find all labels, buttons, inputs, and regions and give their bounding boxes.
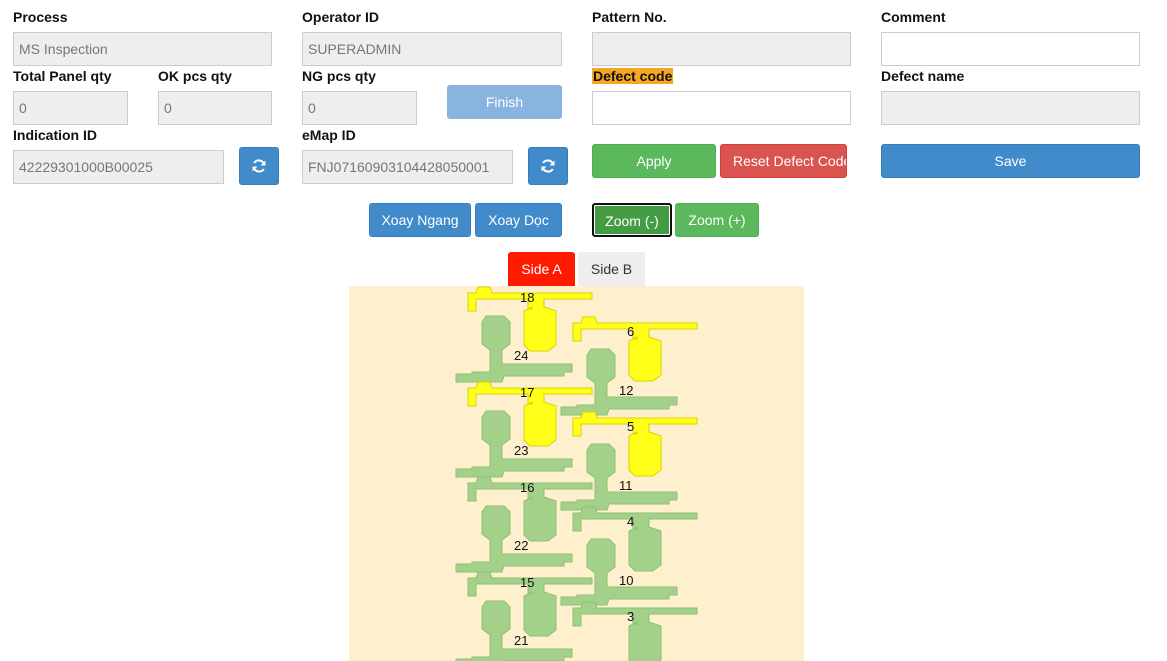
emap-piece-5[interactable] [572, 411, 698, 477]
defect-name-field[interactable] [881, 91, 1140, 125]
emap-piece-label: 12 [619, 383, 633, 398]
finish-button[interactable]: Finish [447, 85, 562, 119]
pattern-no-field[interactable] [592, 32, 851, 66]
emap-piece-21[interactable] [455, 600, 573, 661]
ok-pcs-qty-label: OK pcs qty [158, 68, 232, 84]
refresh-emap-button[interactable] [528, 147, 568, 185]
save-button[interactable]: Save [881, 144, 1140, 178]
ng-pcs-qty-field[interactable]: 0 [302, 91, 417, 125]
process-field[interactable]: MS Inspection [13, 32, 272, 66]
emap-piece-label: 4 [627, 514, 634, 529]
emap-id-label: eMap ID [302, 127, 356, 143]
emap-piece-11[interactable] [560, 443, 678, 511]
pattern-no-label: Pattern No. [592, 9, 667, 25]
comment-field[interactable] [881, 32, 1140, 66]
emap-piece-label: 18 [520, 290, 534, 305]
emap-piece-4[interactable] [572, 506, 698, 572]
process-label: Process [13, 9, 68, 25]
total-panel-qty-field[interactable]: 0 [13, 91, 128, 125]
emap-canvas: 18 24 6 12 17 23 5 11 16 22 4 10 15 21 3 [349, 286, 804, 661]
emap-id-field[interactable]: FNJ07160903104428050001 [302, 150, 513, 184]
emap-piece-label: 23 [514, 443, 528, 458]
emap-svg: 18 24 6 12 17 23 5 11 16 22 4 10 15 21 3 [455, 286, 698, 661]
emap-piece-label: 16 [520, 480, 534, 495]
rotate-horizontal-button[interactable]: Xoay Ngang [369, 203, 471, 237]
total-panel-qty-label: Total Panel qty [13, 68, 112, 84]
emap-piece-16[interactable] [467, 476, 593, 542]
operator-id-field[interactable]: SUPERADMIN [302, 32, 562, 66]
emap-piece-label: 5 [627, 419, 634, 434]
indication-id-field[interactable]: 42229301000B00025 [13, 150, 224, 184]
emap-piece-6[interactable] [572, 316, 698, 382]
comment-label: Comment [881, 9, 946, 25]
emap-piece-10[interactable] [560, 538, 678, 606]
emap-piece-label: 15 [520, 575, 534, 590]
ok-pcs-qty-field[interactable]: 0 [158, 91, 272, 125]
refresh-icon [541, 159, 555, 173]
emap-piece-15[interactable] [467, 571, 593, 637]
emap-piece-label: 21 [514, 633, 528, 648]
emap-piece-24[interactable] [455, 315, 573, 383]
ng-pcs-qty-label: NG pcs qty [302, 68, 376, 84]
emap-piece-17[interactable] [467, 381, 593, 447]
emap-piece-label: 10 [619, 573, 633, 588]
zoom-in-button[interactable]: Zoom (+) [675, 203, 759, 237]
emap-piece-3[interactable] [572, 601, 698, 661]
defect-code-label: Defect code [592, 68, 674, 84]
emap-piece-22[interactable] [455, 505, 573, 573]
refresh-indication-button[interactable] [239, 147, 279, 185]
tab-side-a[interactable]: Side A [508, 252, 575, 286]
emap-piece-label: 3 [627, 609, 634, 624]
emap-piece-18[interactable] [467, 286, 593, 352]
refresh-icon [252, 159, 266, 173]
reset-defect-code-button[interactable]: Reset Defect Code [720, 144, 847, 178]
emap-piece-label: 11 [619, 478, 633, 493]
tab-side-b[interactable]: Side B [578, 252, 645, 286]
operator-id-label: Operator ID [302, 9, 380, 25]
emap-piece-23[interactable] [455, 410, 573, 478]
zoom-out-button[interactable]: Zoom (-) [592, 203, 672, 237]
emap-piece-label: 24 [514, 348, 528, 363]
defect-code-field[interactable] [592, 91, 851, 125]
indication-id-label: Indication ID [13, 127, 97, 143]
emap-piece-label: 6 [627, 324, 634, 339]
rotate-vertical-button[interactable]: Xoay Dọc [475, 203, 562, 237]
emap-piece-label: 22 [514, 538, 528, 553]
emap-piece-12[interactable] [560, 348, 678, 416]
apply-button[interactable]: Apply [592, 144, 716, 178]
defect-name-label: Defect name [881, 68, 965, 84]
emap-piece-label: 17 [520, 385, 534, 400]
